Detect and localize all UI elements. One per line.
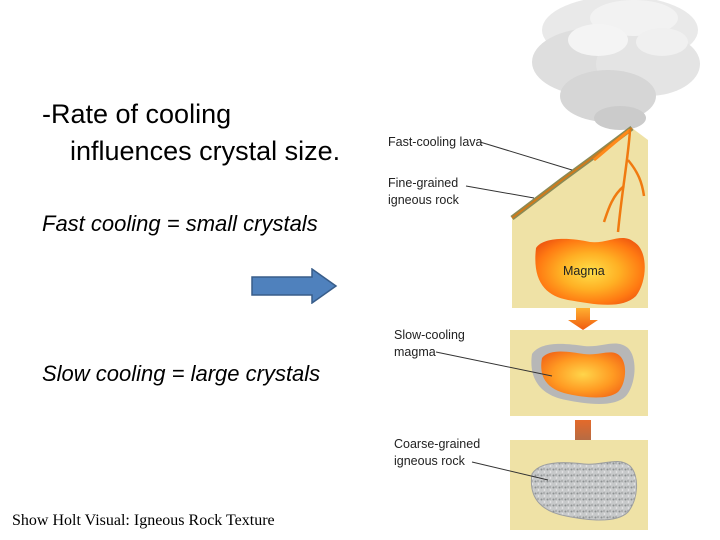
fast-cooling-text: Fast cooling = small crystals [42,211,318,236]
slow-cooling-label-1: Slow-cooling [394,328,465,342]
coarse-grained-label-2: igneous rock [394,454,466,468]
slow-cooling-label-2: magma [394,345,436,359]
leader-lines [435,141,573,481]
ash-cloud-icon [532,0,700,130]
right-arrow-icon [251,268,338,304]
rate-of-cooling-text: -Rate of cooling [42,99,232,129]
magma-label: Magma [563,264,605,278]
fast-cooling-lava-stream [593,128,631,162]
igneous-rock-diagram: Magma Fast-cooling lava Fine-grained ign… [388,0,700,530]
slow-cooling-text: Slow cooling = large crystals [42,361,321,386]
fast-cooling-lava-label: Fast-cooling lava [388,135,483,149]
magma-conduit [602,129,646,233]
coarse-grained-rock [530,461,637,521]
fine-grained-label-2: igneous rock [388,193,460,207]
coarse-grained-label-1: Coarse-grained [394,437,480,451]
down-arrow-1 [568,308,598,330]
fine-grained-label-1: Fine-grained [388,176,458,190]
crystal-size-text: influences crystal size. [70,136,341,166]
magma-chamber [535,237,645,305]
holt-visual-link[interactable]: Show Holt Visual: Igneous Rock Texture [12,512,275,529]
